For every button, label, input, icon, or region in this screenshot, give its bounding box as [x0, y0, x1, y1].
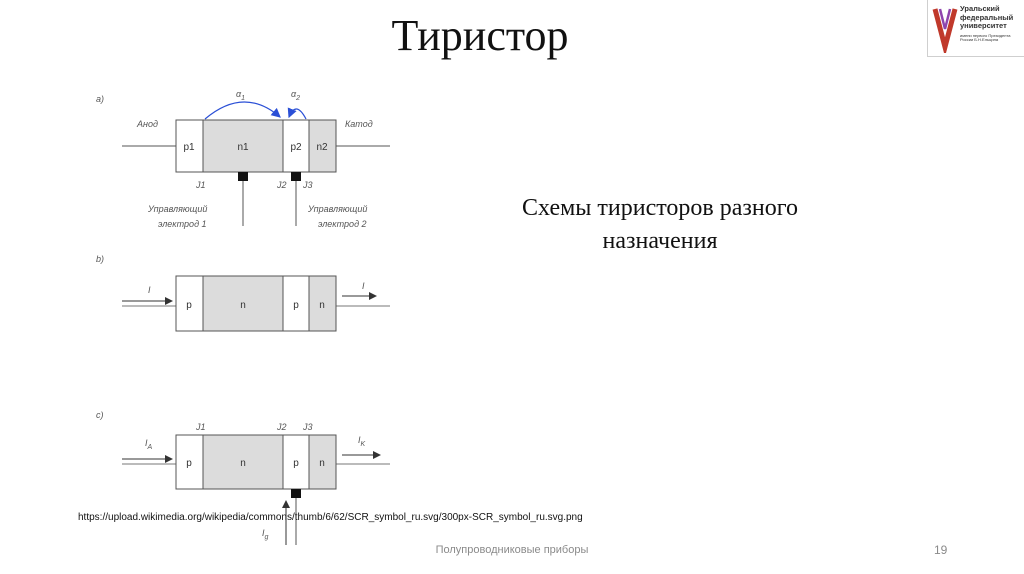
logo-line-2: федеральный: [960, 12, 1014, 22]
diagram-c-cell-p2-label: p: [293, 458, 299, 469]
diagram-b-cell-p1: [175, 275, 204, 332]
diagram-a-gate1-contact: [238, 172, 248, 181]
diagram-c-cell-p1-label: p: [186, 458, 192, 469]
diagram-c-ig-label: Ig: [262, 528, 269, 541]
diagram-b-current-out-label: I: [362, 281, 365, 291]
diagram-a-electrode2-line1: Управляющий: [307, 204, 367, 214]
diagram-b-cell-p1-label: p: [186, 300, 192, 311]
diagram-b-cell-n1-label: n: [240, 300, 246, 311]
slide-title: Тиристор: [391, 11, 569, 60]
diagram-a-alpha2-arrow: [287, 107, 307, 120]
diagram-a-alpha2-label: α2: [291, 89, 300, 102]
logo-line-3: университет: [960, 21, 1007, 30]
slide-subtitle: Схемы тиристоров разного назначения: [522, 195, 798, 254]
diagram-a-cell-n2-label: n2: [316, 142, 328, 153]
diagram-a-cell-p2-label: p2: [290, 142, 302, 153]
diagram-c-j2-label: J2: [276, 422, 287, 432]
diagram-a-cathode-label: Катод: [345, 119, 373, 129]
diagram-a-gate2-contact: [291, 172, 301, 181]
source-url[interactable]: https://upload.wikimedia.org/wikipedia/c…: [78, 512, 583, 523]
diagram-b-cell-n2: [308, 275, 337, 332]
diagram-b-cell-p2-label: p: [293, 300, 299, 311]
diagram-a-cell-n2: [308, 119, 337, 173]
diagram-c-j1-label: J1: [195, 422, 206, 432]
diagram-c-cell-n2: [308, 434, 337, 490]
logo-line-1: Уральский: [960, 4, 1000, 13]
diagram-c-ia-label: IA: [145, 438, 153, 451]
diagram-a-j3-label: J3: [302, 180, 313, 190]
logo-tagline: имени первого Президента России Б.Н.Ельц…: [960, 32, 1011, 43]
diagram-c-cell-n2-label: n: [319, 458, 325, 469]
diagram-a-cell-n1-label: n1: [237, 142, 249, 153]
footer-text: Полупроводниковые приборы: [435, 544, 589, 556]
diagram-c-gate-contact: [291, 489, 301, 498]
diagram-a-alpha1-label: α1: [236, 89, 245, 102]
diagram-a-j2-label: J2: [276, 180, 287, 190]
university-logo-mark-icon: [932, 8, 958, 53]
diagram-c-cell-n1-label: n: [240, 458, 246, 469]
diagram-c-j3-label: J3: [302, 422, 313, 432]
diagram-a-label: a): [96, 94, 104, 104]
page-number: 19: [934, 543, 948, 557]
diagram-a-j1-label: J1: [195, 180, 206, 190]
diagram-a-cell-p1: [175, 119, 204, 173]
diagram-c-cell-p1: [175, 434, 204, 490]
diagram-b-current-in-label: I: [148, 285, 151, 295]
diagram-a-cell-p1-label: p1: [183, 142, 195, 153]
diagram-a-alpha1-arrow: [204, 101, 281, 120]
diagram-c-ik-label: IK: [358, 435, 366, 448]
university-logo: Уральский федеральный университет имени …: [927, 0, 1024, 57]
diagram-b-cell-p2: [282, 275, 310, 332]
diagram-b-label: b): [96, 254, 104, 264]
diagram-a-anode-label: Анод: [136, 119, 158, 129]
diagram-c-label: c): [96, 410, 104, 420]
diagram-b-cell-n2-label: n: [319, 300, 325, 311]
diagram-a-electrode1-line2: электрод 1: [158, 219, 207, 229]
diagram-a-electrode1-line1: Управляющий: [147, 204, 207, 214]
diagram-c-cell-p2: [282, 434, 310, 490]
diagram-a-electrode2-line2: электрод 2: [318, 219, 367, 229]
diagram-b-cell-n1: [202, 275, 284, 332]
